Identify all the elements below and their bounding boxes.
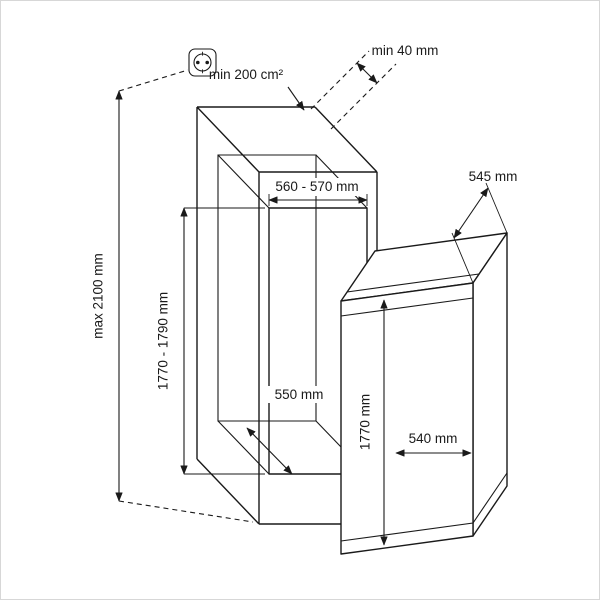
appliance-door-top-line (340, 297, 474, 317)
vent-area-label: min 200 cm² (209, 67, 284, 82)
dimension-niche-width: 560 - 570 mm (268, 178, 368, 206)
dimension-appliance-depth: 545 mm (451, 169, 518, 284)
dimension-appliance-height: 1770 mm (358, 299, 388, 546)
dimension-rear-clearance: min 40 mm (310, 43, 439, 130)
dimension-niche-depth: 550 mm (246, 386, 332, 475)
max-height-label: max 2100 mm (91, 253, 106, 339)
power-socket-icon (188, 48, 217, 77)
appliance-top-strip-line (346, 273, 480, 293)
appliance-depth-label: 545 mm (469, 169, 518, 184)
appliance-front-face (340, 282, 474, 555)
niche-height-label: 1770 - 1790 mm (156, 292, 171, 390)
niche-depth-label: 550 mm (275, 387, 324, 402)
appliance (340, 232, 508, 555)
niche-width-label: 560 - 570 mm (275, 179, 358, 194)
appliance-side-face (472, 232, 508, 537)
rear-clearance-label: min 40 mm (372, 43, 439, 58)
annotation-vent-area: min 200 cm² (209, 67, 305, 111)
dimension-niche-height: 1770 - 1790 mm (156, 207, 265, 475)
appliance-height-label: 1770 mm (358, 394, 373, 450)
dimension-appliance-width: 540 mm (395, 431, 472, 457)
dimension-max-height: max 2100 mm (91, 69, 254, 523)
appliance-width-label: 540 mm (409, 431, 458, 446)
